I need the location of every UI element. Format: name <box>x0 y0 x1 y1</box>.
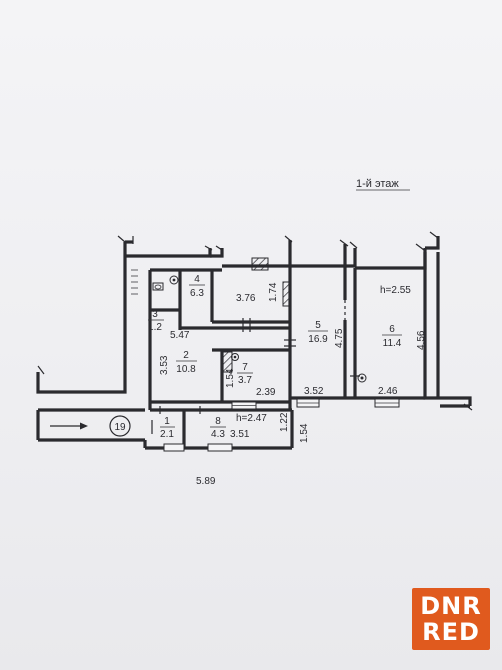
dimension-labels: 3.76 1.74 5.47 3.53 1.54 2.39 4.75 4.56 … <box>159 282 427 487</box>
vent-shaft-upper <box>251 257 269 271</box>
dim-5-47: 5.47 <box>170 330 190 341</box>
apartment-number-circle <box>109 415 131 437</box>
room-5-number: 5 <box>315 320 321 331</box>
room-5-area: 16.9 <box>308 334 328 345</box>
room-8-number: 8 <box>215 416 221 427</box>
corridor-height-note: h=2.47 <box>236 413 267 424</box>
dim-4-75: 4.75 <box>334 328 345 348</box>
room-3-area: 1.2 <box>148 322 162 333</box>
stove-icon-room7 <box>231 353 239 361</box>
dim-1-74: 1.74 <box>268 282 279 302</box>
room-6-number: 6 <box>389 324 395 335</box>
watermark-logo: DNR RED <box>412 588 490 650</box>
windows <box>163 398 400 452</box>
apartment-number: 19 <box>114 422 126 433</box>
room-2-area: 10.8 <box>176 364 196 375</box>
vent-shaft-right <box>282 281 291 307</box>
room-1-number: 1 <box>164 416 170 427</box>
dim-3-51: 3.51 <box>230 429 250 440</box>
dim-1-22: 1.22 <box>279 412 290 432</box>
dim-4-56: 4.56 <box>416 330 427 350</box>
room-1-area: 2.1 <box>160 429 174 440</box>
room-4-area: 6.3 <box>190 288 204 299</box>
vent-shaft-room7 <box>222 351 233 373</box>
dim-3-52: 3.52 <box>304 386 324 397</box>
room-4-number: 4 <box>194 274 200 285</box>
heater-icon-room6 <box>357 373 367 383</box>
dim-2-46: 2.46 <box>378 386 398 397</box>
ceiling-height-note: h=2.55 <box>380 285 411 296</box>
room-7-number: 7 <box>242 362 248 373</box>
dim-3-53: 3.53 <box>159 355 170 375</box>
room-6-area: 11.4 <box>383 338 402 349</box>
entrance-arrow-icon <box>50 422 88 430</box>
room-2-number: 2 <box>183 350 189 361</box>
room-7-area: 3.7 <box>238 375 252 386</box>
floor-title: 1-й этаж <box>356 178 399 190</box>
dim-3-76: 3.76 <box>236 293 256 304</box>
toilet-icon <box>152 282 164 291</box>
wall-hatch-marks <box>131 269 138 295</box>
door-ticks <box>151 318 360 434</box>
gas-meter-icon <box>169 275 179 285</box>
room-3-number: 3 <box>152 309 158 320</box>
watermark-line-1: DNR <box>420 592 482 620</box>
dim-5-89: 5.89 <box>196 476 216 487</box>
watermark-line-2: RED <box>422 618 480 646</box>
dim-2-39: 2.39 <box>256 387 276 398</box>
dim-1-54-room7: 1.54 <box>225 368 236 388</box>
room-8-area: 4.3 <box>211 429 225 440</box>
dim-1-54-outer: 1.54 <box>299 423 310 443</box>
room-labels: 4 6.3 3 1.2 2 10.8 7 3.7 5 16.9 6 11.4 1… <box>148 274 402 440</box>
